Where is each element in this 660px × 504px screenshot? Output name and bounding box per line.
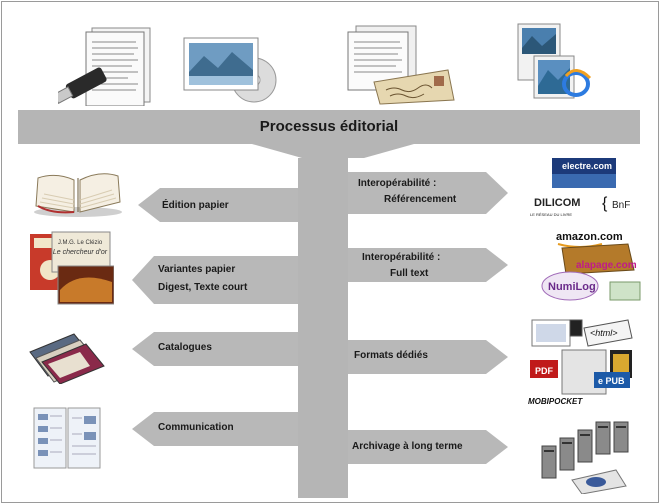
svg-text:J.M.G. Le Clézio: J.M.G. Le Clézio — [58, 240, 103, 246]
electre-logo-text: electre.com — [562, 161, 612, 171]
bnf-logo: BnF — [612, 200, 630, 211]
epub-logo — [594, 372, 630, 388]
process-title: Processus éditorial — [259, 118, 399, 135]
arrow-variantes-papier: Variantes papier Digest, Texte court — [132, 256, 298, 304]
dilicom-logo-text: DILICOM — [534, 197, 580, 209]
fulltext-logos: amazon.com alapage.com NumiLog — [541, 231, 641, 301]
web-images-icon — [517, 23, 592, 99]
label-formats-dedies: Formats dédiés — [354, 350, 428, 361]
amazon-logo: amazon.com — [556, 231, 623, 243]
usb-document-icon — [58, 27, 151, 106]
communication-documents-icon — [33, 407, 101, 469]
banner-funnel — [252, 144, 414, 158]
dilicom-logo — [530, 192, 586, 212]
photo-cd-icon — [183, 37, 277, 103]
process-banner: Processus éditorial — [18, 110, 640, 144]
label-catalogues: Catalogues — [158, 342, 212, 353]
book-covers-icon: J.M.G. Le Clézio Le chercheur d'or — [30, 231, 114, 305]
label-referencement: Référencement — [384, 194, 457, 205]
epub-label: e PUB — [598, 376, 625, 386]
label-interoperabilite-2: Interopérabilité : — [362, 252, 441, 263]
label-archivage-long-terme: Archivage à long terme — [352, 441, 463, 452]
pdf-label: PDF — [535, 366, 554, 376]
arrow-full-text: Interopérabilité : Full text — [348, 248, 508, 282]
arrow-formats-dedies: Formats dédiés — [348, 340, 508, 374]
arrow-referencement: Interopérabilité : Référencement — [348, 172, 508, 214]
label-full-text: Full text — [390, 268, 429, 279]
dilicom-subtitle: LE RÉSEAU DU LIVRE — [530, 212, 572, 217]
label-communication: Communication — [158, 422, 234, 433]
arrow-archivage: Archivage à long terme — [348, 430, 508, 464]
svg-text:Le chercheur d'or: Le chercheur d'or — [53, 249, 108, 256]
alapage-logo: alapage.com — [576, 260, 637, 271]
manuscript-letter-icon — [347, 25, 455, 105]
label-edition-papier: Édition papier — [162, 200, 229, 211]
label-digest-texte-court: Digest, Texte court — [158, 282, 248, 293]
label-interoperabilite-1: Interopérabilité : — [358, 178, 437, 189]
arrow-edition-papier: Édition papier — [138, 188, 298, 222]
arrow-catalogues: Catalogues — [132, 332, 298, 366]
pdf-icon — [530, 360, 558, 378]
open-book-icon — [34, 173, 122, 217]
numilog-logo: NumiLog — [548, 281, 596, 293]
archive-servers-icon — [541, 421, 629, 494]
label-variantes-papier: Variantes papier — [158, 264, 236, 275]
formats-logos: <html> PDF e PUB MOBIPOCKET — [528, 319, 633, 406]
catalogues-stack-icon — [29, 333, 105, 384]
referencement-logos: electre.com DILICOM LE RÉSEAU DU LIVRE {… — [530, 158, 630, 217]
arrow-communication: Communication — [132, 412, 298, 446]
html-logo: <html> — [590, 328, 618, 338]
process-spine — [298, 158, 348, 498]
svg-text:{: { — [602, 195, 608, 212]
mobipocket-logo: MOBIPOCKET — [528, 397, 583, 406]
